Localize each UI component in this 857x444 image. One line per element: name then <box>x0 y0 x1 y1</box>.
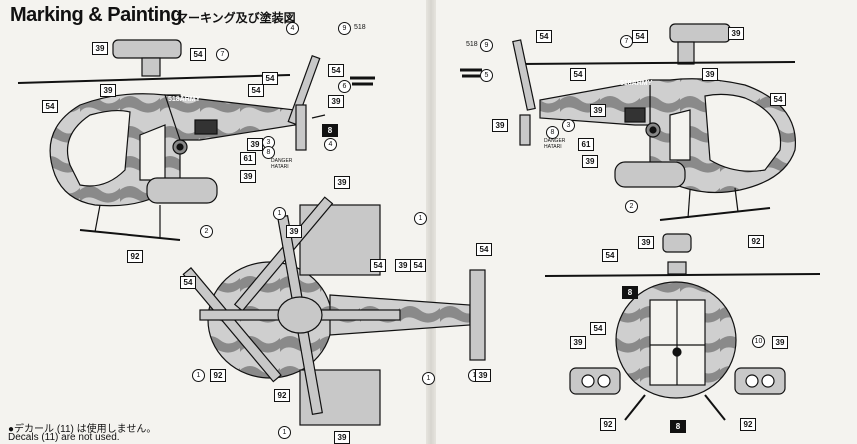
callout-54: 54 <box>590 322 606 335</box>
callout-8: 8 <box>622 286 638 299</box>
callout-39: 39 <box>638 236 654 249</box>
callout-9: 9 <box>480 39 493 52</box>
callout-54: 54 <box>602 249 618 262</box>
decal-note-english: Decals (11) are not used. <box>8 432 120 443</box>
callout-39: 39 <box>92 42 108 55</box>
callout-39: 39 <box>728 27 744 40</box>
callout-54: 54 <box>248 84 264 97</box>
callout-54: 54 <box>770 93 786 106</box>
callout-8: 8 <box>262 146 275 159</box>
side-view-right <box>460 23 796 221</box>
callout-92: 92 <box>600 418 616 431</box>
callout-54: 54 <box>410 259 426 272</box>
danger-decal: DANGER HATARI <box>271 158 293 170</box>
callout-54: 54 <box>262 72 278 85</box>
callout-54: 54 <box>476 243 492 256</box>
callout-8: 8 <box>670 420 686 433</box>
title-japanese: マーキング及び塗装図 <box>176 11 296 25</box>
callout-54: 54 <box>190 48 206 61</box>
callout-39: 39 <box>492 119 508 132</box>
top-view <box>182 196 486 426</box>
callout-39: 39 <box>772 336 788 349</box>
callout-8: 8 <box>546 126 559 139</box>
callout-92: 92 <box>274 389 290 402</box>
callout-39: 39 <box>247 138 263 151</box>
callout-39: 39 <box>334 431 350 444</box>
callout-61: 61 <box>578 138 594 151</box>
callout-1: 1 <box>273 207 286 220</box>
callout-39: 39 <box>395 259 411 272</box>
side-view-left <box>17 39 375 241</box>
serial-decal: 518ARMY <box>168 96 201 103</box>
callout-39: 39 <box>702 68 718 81</box>
callout-54: 54 <box>570 68 586 81</box>
callout-61: 61 <box>240 152 256 165</box>
callout-92: 92 <box>740 418 756 431</box>
callout-54: 54 <box>632 30 648 43</box>
callout-92: 92 <box>127 250 143 263</box>
callout-1: 1 <box>422 372 435 385</box>
callout-92: 92 <box>210 369 226 382</box>
front-view <box>544 233 821 421</box>
callout-4: 4 <box>324 138 337 151</box>
title-english: Marking & Painting <box>10 4 183 26</box>
callout-9: 9 <box>338 22 351 35</box>
callout-2: 2 <box>625 200 638 213</box>
danger-decal: DANGER HATARI <box>544 138 566 150</box>
tail-number-decal: 518 <box>354 24 366 31</box>
callout-6: 6 <box>338 80 351 93</box>
callout-1: 1 <box>278 426 291 439</box>
callout-54: 54 <box>180 276 196 289</box>
callout-4: 4 <box>286 22 299 35</box>
decal-note-japanese: ●デカール (11) は使用しません。 <box>8 424 157 435</box>
callout-39: 39 <box>334 176 350 189</box>
callout-54: 54 <box>328 64 344 77</box>
callout-39: 39 <box>286 225 302 238</box>
callout-39: 39 <box>328 95 344 108</box>
callout-2: 2 <box>200 225 213 238</box>
callout-39: 39 <box>582 155 598 168</box>
callout-39: 39 <box>100 84 116 97</box>
callout-3: 3 <box>562 119 575 132</box>
callout-39: 39 <box>475 369 491 382</box>
callout-1: 1 <box>414 212 427 225</box>
callout-54: 54 <box>42 100 58 113</box>
callout-5: 5 <box>480 69 493 82</box>
callout-54: 54 <box>536 30 552 43</box>
callout-39: 39 <box>590 104 606 117</box>
callout-39: 39 <box>570 336 586 349</box>
callout-39: 39 <box>240 170 256 183</box>
callout-10: 10 <box>752 335 765 348</box>
callout-7: 7 <box>216 48 229 61</box>
page-spine <box>426 0 436 444</box>
callout-92: 92 <box>748 235 764 248</box>
tail-number-decal: 518 <box>466 41 478 48</box>
callout-1: 1 <box>192 369 205 382</box>
callout-8: 8 <box>322 124 338 137</box>
serial-decal: 518ARMY <box>620 80 653 87</box>
callout-54: 54 <box>370 259 386 272</box>
